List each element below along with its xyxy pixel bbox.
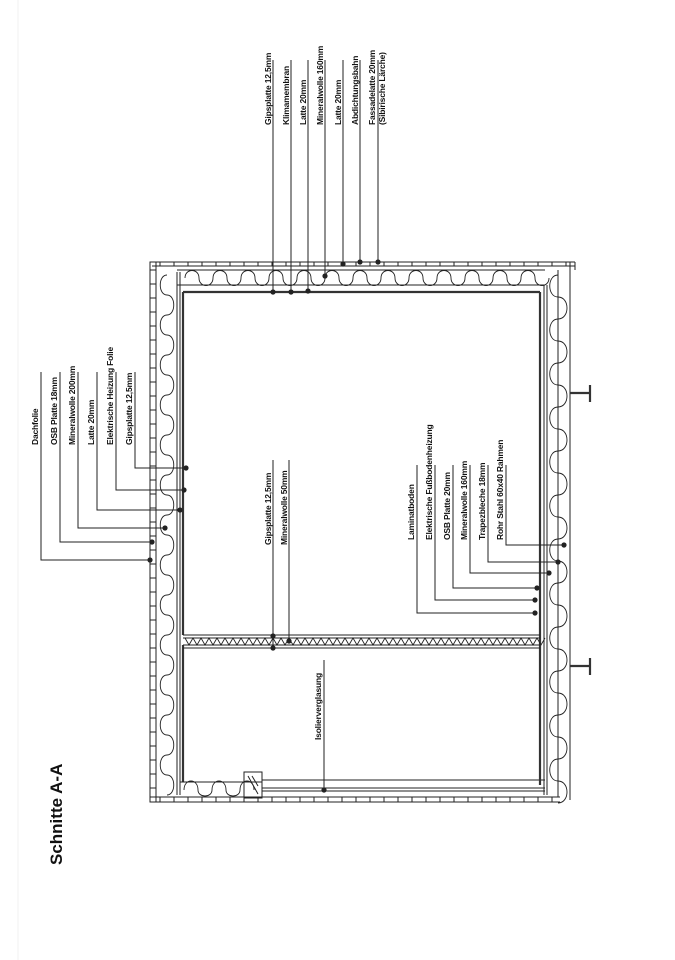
floor-0-leader (416, 465, 535, 614)
roof-insulation (159, 274, 175, 796)
floor-3-dot (546, 570, 552, 576)
roof-label-latte: Latte 20mm (86, 399, 96, 445)
roof-1-dot (149, 539, 155, 545)
roof-3-dot (177, 507, 183, 513)
wall-label-laerche: (Sibirische Lärche) (377, 52, 387, 125)
floor-5-leader (505, 465, 564, 546)
floor-0-dot (532, 610, 538, 616)
insulation-wave (159, 274, 175, 796)
wall-label-fassadelatte: Fassadelatte 20mm (367, 49, 377, 125)
roof-3-leader (96, 372, 180, 511)
partition-1-dot (286, 638, 292, 644)
floor-2-leader (452, 465, 537, 589)
section-title: Schnitte A-A (47, 764, 66, 865)
roof-label-gipsplatte: Gipsplatte 12,5mm (124, 372, 134, 445)
wall-label-mineralwolle: Mineralwolle 160mm (315, 45, 325, 125)
steel-support-1 (570, 385, 592, 402)
roof-0-leader (40, 372, 150, 561)
floor-2-dot (534, 585, 540, 591)
wall-2-dot (305, 288, 311, 294)
window-frame (243, 771, 263, 799)
wall-1-dot (288, 289, 294, 295)
floor-label-osb: OSB Platte 20mm (442, 471, 452, 540)
roof-label-heizung: Elektrische Heizung Folie (105, 347, 115, 445)
roof-5-leader (134, 372, 186, 469)
floor-4-dot (555, 559, 561, 565)
wall-label-abdichtungsbahn: Abdichtungsbahn (350, 56, 360, 125)
glazing-dot (321, 787, 327, 793)
insulation-wave (184, 270, 550, 286)
floor-3-leader (469, 465, 549, 574)
floor-1-dot (532, 597, 538, 603)
insulation-wave (183, 780, 255, 797)
roof-0-dot (147, 557, 153, 563)
roof-label-osb: OSB Platte 18mm (49, 376, 59, 445)
wall-label-klimamembran: Klimamembran (281, 66, 291, 125)
partition-0b-dot (270, 645, 276, 651)
roof-label-dachfolie: Dachfolie (30, 408, 40, 445)
building-section (149, 261, 592, 804)
partition-insulation (184, 637, 546, 646)
wall-label-latte-1: Latte 20mm (298, 79, 308, 125)
top-cladding (159, 262, 567, 266)
wall-5-dot (357, 259, 363, 265)
wall-3-dot (322, 273, 328, 279)
wall-0-dot (270, 289, 276, 295)
partition-label-gipsplatte: Gipsplatte 12,5mm (263, 472, 273, 545)
floor-label-laminat: Laminatboden (406, 484, 416, 540)
insulation-wave (549, 274, 568, 804)
roof-4-dot (181, 487, 187, 493)
floor-insulation (549, 274, 568, 804)
roof-2-leader (77, 372, 165, 529)
wall-layer-labels: Gipsplatte 12,5mm Klimamembran Latte 20m… (263, 45, 387, 125)
partition-zigzag (184, 637, 546, 646)
roof-layer-labels: Dachfolie OSB Platte 18mm Mineralwolle 2… (30, 347, 134, 445)
floor-label-trapezbleche: Trapezbleche 18mm (477, 462, 487, 540)
top-wall-insulation (184, 270, 550, 286)
floor-label-rohr-stahl: Rohr Stahl 60x40 Rahmen (495, 440, 505, 540)
wall-6-dot (375, 259, 381, 265)
bottom-cladding (159, 797, 553, 802)
steel-support-2 (570, 658, 592, 675)
glazing-label: Isolierverglasung (313, 673, 323, 740)
floor-5-dot (561, 542, 567, 548)
roof-1-leader (59, 372, 152, 543)
floor-label-mineralwolle: Mineralwolle 160mm (459, 460, 469, 540)
floor-layer-labels: Laminatboden Elektrische Fußbodenheizung… (406, 424, 505, 540)
roof-label-mineralwolle: Mineralwolle 200mm (67, 365, 77, 445)
bottom-insulation (183, 780, 255, 797)
floor-4-leader (487, 465, 558, 563)
leaders (40, 60, 567, 793)
roof-2-dot (162, 525, 168, 531)
roof-4-leader (115, 372, 184, 491)
partition-layer-labels: Gipsplatte 12,5mm Mineralwolle 50mm (263, 470, 289, 545)
roof-outer-edge (149, 261, 157, 803)
floor-label-fussbodenheizung: Elektrische Fußbodenheizung (424, 424, 434, 540)
partition-label-mineralwolle: Mineralwolle 50mm (279, 470, 289, 545)
wall-4-dot (340, 261, 346, 267)
roof-5-dot (183, 465, 189, 471)
floor-1-leader (434, 465, 535, 601)
roof-cladding (150, 269, 156, 789)
wall-label-latte-2: Latte 20mm (333, 79, 343, 125)
wall-label-gipsplatte: Gipsplatte 12,5mm (263, 52, 273, 125)
